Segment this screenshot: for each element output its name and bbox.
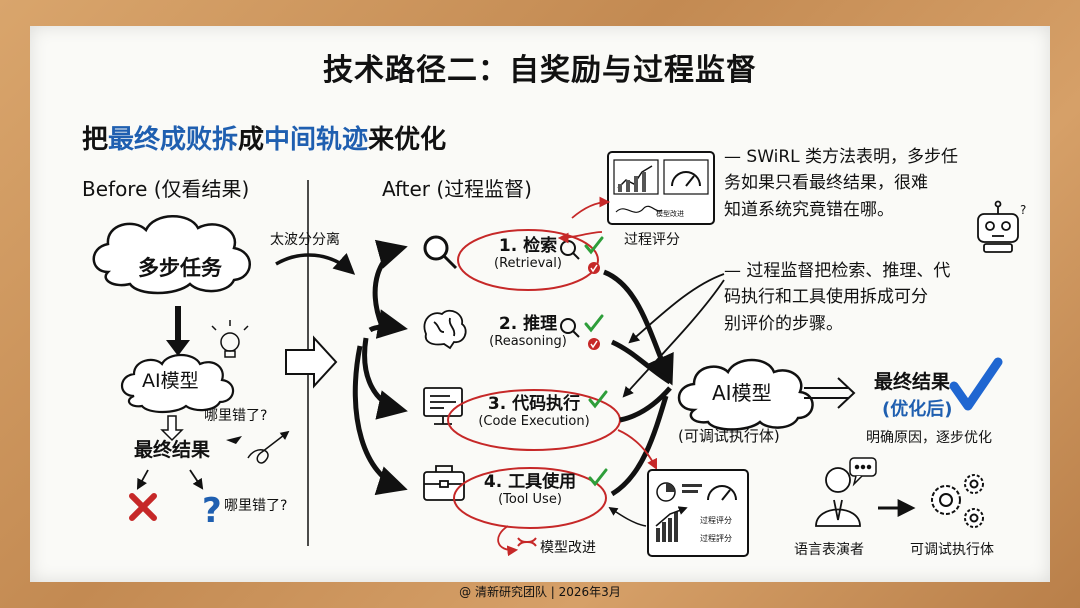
subtitle-highlight-1: 最终成败拆 bbox=[108, 125, 239, 155]
note-process-supervision: — 过程监督把检索、推理、代 码执行和工具使用拆成可分 别评价的步骤。 bbox=[724, 258, 950, 337]
after-ai-model-cloud bbox=[677, 358, 814, 431]
big-check-icon bbox=[949, 357, 1003, 411]
red-check-badge-icon bbox=[588, 262, 600, 350]
brain-icon bbox=[423, 309, 467, 350]
step-retrieval-title: 1. 检索 bbox=[498, 236, 558, 256]
note-ps-line-1: — 过程监督把检索、推理、代 bbox=[724, 261, 951, 281]
before-heading: Before (仅看结果) bbox=[82, 177, 250, 201]
note-swirl: — SWiRL 类方法表明，多步任 务如果只看最终结果，很难 知道系统究竟错在哪… bbox=[724, 144, 958, 223]
dna-icon bbox=[517, 537, 537, 547]
step-reasoning: 2. 推理 (Reasoning) bbox=[470, 314, 586, 350]
where-wrong-1: 哪里错了? bbox=[204, 408, 268, 424]
task-cloud bbox=[92, 215, 251, 295]
before-ai-model-cloud bbox=[120, 353, 235, 414]
step-tool-en: (Tool Use) bbox=[498, 492, 562, 508]
gears-icon bbox=[931, 474, 984, 528]
step-tool-title: 4. 工具使用 bbox=[483, 472, 577, 492]
note-ps-line-3: 别评价的步骤。 bbox=[724, 313, 843, 334]
step-reasoning-en: (Reasoning) bbox=[489, 334, 567, 350]
final-desc: 明确原因，逐步优化 bbox=[866, 430, 992, 446]
whiteboard: ? bbox=[30, 26, 1050, 582]
before-model-label: AI模型 bbox=[142, 370, 199, 392]
subtitle: 把最终成败拆成中间轨迹来优化 bbox=[82, 125, 447, 156]
model-improve-label: 模型改进 bbox=[540, 540, 596, 556]
step-code-title: 3. 代码执行 bbox=[487, 394, 581, 414]
step1-oval bbox=[457, 229, 599, 291]
speech-bubble-icon bbox=[849, 457, 877, 487]
debuggable-executor-label: 可调试执行体 bbox=[910, 542, 994, 558]
subtitle-middle: 成 bbox=[238, 125, 265, 155]
model-to-result-arrow bbox=[804, 377, 856, 409]
note-swirl-line-3: 知道系统究竟错在哪。 bbox=[724, 199, 894, 220]
note-swirl-line-1: — SWiRL 类方法表明，多步任 bbox=[724, 147, 959, 167]
step-reasoning-title: 2. 推理 bbox=[498, 314, 558, 334]
optimized-label: (优化后) bbox=[882, 399, 953, 420]
note-swirl-line-2: 务如果只看最终结果，很难 bbox=[724, 173, 928, 194]
robot-icon: ? bbox=[977, 200, 1026, 253]
process-score-label: 过程评分 bbox=[624, 232, 680, 248]
dash-process-score-2: 过程評分 bbox=[700, 534, 732, 543]
after-model-label: AI模型 bbox=[712, 381, 772, 405]
fan-arrows bbox=[352, 239, 408, 496]
debuggable-label: (可调试执行体) bbox=[678, 427, 780, 445]
split-arrow-label: 太波分分离 bbox=[270, 232, 340, 248]
where-wrong-2: 哪里错了? bbox=[224, 498, 288, 514]
step-code-execution: 3. 代码执行 (Code Execution) bbox=[466, 394, 602, 430]
step-retrieval-en: (Retrieval) bbox=[494, 256, 562, 272]
final-result-label: 最终结果 bbox=[874, 371, 951, 393]
subtitle-prefix: 把 bbox=[82, 125, 109, 155]
after-heading: After (过程监督) bbox=[382, 177, 532, 201]
flag-icon bbox=[226, 436, 242, 444]
note-ps-line-2: 码执行和工具使用拆成可分 bbox=[724, 287, 928, 308]
question-icon: ? bbox=[202, 491, 222, 531]
subtitle-highlight-2: 中间轨迹 bbox=[264, 125, 369, 155]
step-retrieval: 1. 检索 (Retrieval) bbox=[470, 236, 586, 272]
step4-oval bbox=[453, 467, 607, 529]
dash-model-improve-top: 模型改进 bbox=[656, 210, 684, 218]
converge-arrows bbox=[602, 269, 674, 497]
diagram-drawing: ? bbox=[92, 151, 1026, 557]
footer-credit: @ 清新研究团队 | 2026年3月 bbox=[459, 585, 621, 599]
task-label: 多步任务 bbox=[138, 256, 222, 280]
step-tool-use: 4. 工具使用 (Tool Use) bbox=[470, 472, 590, 508]
speaker-person-icon bbox=[815, 467, 861, 527]
check-icons bbox=[584, 236, 608, 487]
toolbox-icon bbox=[423, 465, 465, 501]
subtitle-suffix: 来优化 bbox=[368, 125, 447, 155]
split-arrow bbox=[275, 252, 356, 275]
page-title: 技术路径二：自奖励与过程监督 bbox=[323, 53, 757, 88]
lightbulb-icon bbox=[211, 320, 249, 358]
magnifier-icon bbox=[423, 235, 458, 270]
fail-x-icon bbox=[129, 493, 157, 521]
svg-text:?: ? bbox=[1020, 203, 1026, 217]
step-code-en: (Code Execution) bbox=[478, 414, 590, 430]
process-score-dashboard bbox=[607, 151, 715, 225]
before-result-label: 最终结果 bbox=[134, 439, 211, 461]
language-performer-label: 语言表演者 bbox=[794, 542, 864, 558]
lower-process-score-dashboard bbox=[647, 469, 749, 557]
dash-process-score: 过程评分 bbox=[700, 516, 732, 525]
before-to-after-arrow bbox=[285, 335, 338, 389]
